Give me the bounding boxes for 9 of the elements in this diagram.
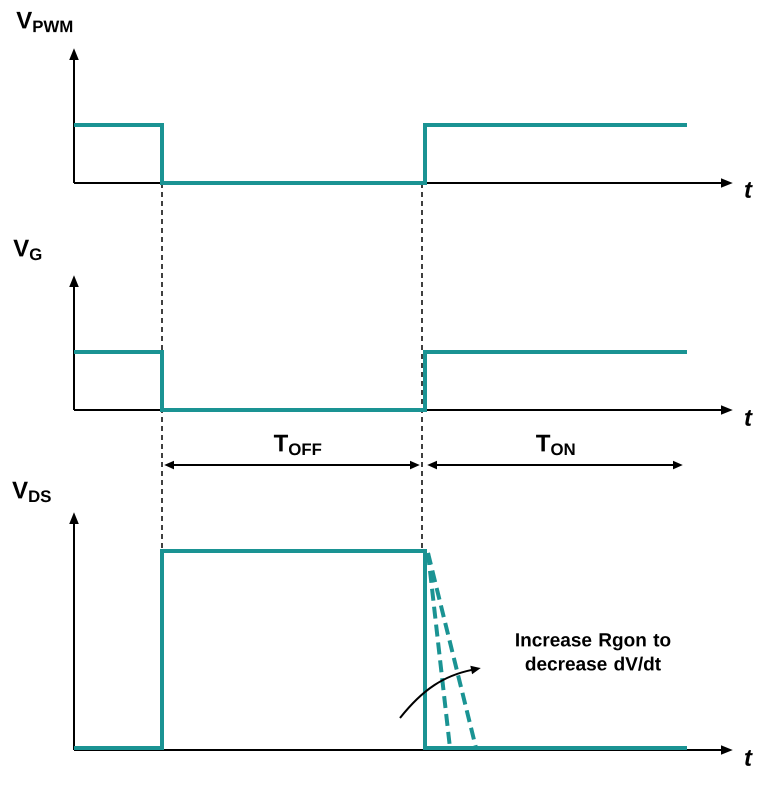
annotation-text: Increase Rgon to decrease dV/dt	[516, 633, 670, 671]
interval-label: T$_{ON}$	[536, 434, 575, 456]
axis-label: V$_{PWM}$	[16, 12, 72, 32]
axis-label: V$_{G}$	[13, 240, 42, 260]
interval-label: T$_{OFF}$	[274, 434, 322, 456]
axis-label: V$_{DS}$	[12, 482, 51, 502]
time-label: t	[745, 182, 753, 198]
time-label: t	[745, 750, 753, 766]
time-label: t	[745, 410, 753, 426]
